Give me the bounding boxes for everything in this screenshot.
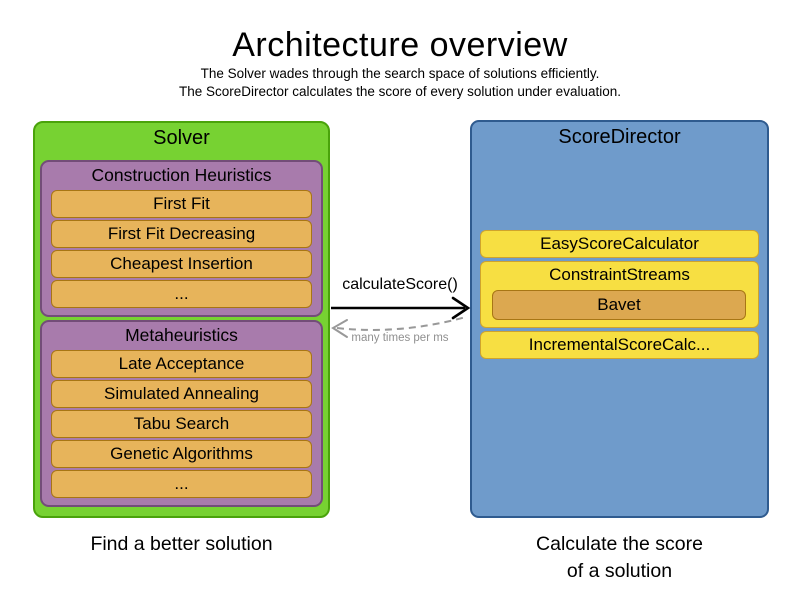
- score-director-title: ScoreDirector: [558, 126, 681, 148]
- page-title: Architecture overview: [232, 26, 568, 64]
- algorithm-item-ch-ellipsis: ...: [51, 280, 312, 308]
- constraint-streams-label: ConstraintStreams: [549, 265, 690, 284]
- algorithm-item-genetic-algorithms: Genetic Algorithms: [51, 440, 312, 468]
- algorithm-item-first-fit: First Fit: [51, 190, 312, 218]
- metaheuristics-group: Metaheuristics Late Acceptance Simulated…: [40, 320, 323, 507]
- construction-heuristics-group: Construction Heuristics First Fit First …: [40, 160, 323, 317]
- bavet-item: Bavet: [492, 290, 746, 320]
- solver-caption: Find a better solution: [90, 533, 273, 555]
- algorithm-item-tabu-search: Tabu Search: [51, 410, 312, 438]
- construction-heuristics-title: Construction Heuristics: [91, 165, 272, 185]
- score-director-caption-line-2: of a solution: [566, 560, 673, 582]
- calculate-score-arrow: [331, 296, 471, 320]
- subtitle-line-1: The Solver wades through the search spac…: [200, 66, 600, 81]
- algorithm-item-simulated-annealing: Simulated Annealing: [51, 380, 312, 408]
- algorithm-item-first-fit-decreasing: First Fit Decreasing: [51, 220, 312, 248]
- solver-box: Solver Construction Heuristics First Fit…: [33, 121, 330, 518]
- calculate-score-label: calculateScore(): [342, 276, 458, 293]
- easy-score-calculator-item: EasyScoreCalculator: [480, 230, 759, 258]
- score-director-box: ScoreDirector EasyScoreCalculator Constr…: [470, 120, 769, 518]
- subtitle-line-2: The ScoreDirector calculates the score o…: [179, 84, 621, 99]
- score-director-caption-line-1: Calculate the score: [536, 533, 703, 555]
- solver-title: Solver: [153, 127, 210, 149]
- metaheuristics-title: Metaheuristics: [125, 325, 238, 345]
- algorithm-item-late-acceptance: Late Acceptance: [51, 350, 312, 378]
- frequency-label: many times per ms: [351, 332, 449, 344]
- constraint-streams-item: ConstraintStreams Bavet: [480, 261, 759, 328]
- incremental-score-calculator-item: IncrementalScoreCalc...: [480, 331, 759, 359]
- algorithm-item-cheapest-insertion: Cheapest Insertion: [51, 250, 312, 278]
- score-director-caption: Calculate the score of a solution: [470, 531, 769, 585]
- algorithm-item-mh-ellipsis: ...: [51, 470, 312, 498]
